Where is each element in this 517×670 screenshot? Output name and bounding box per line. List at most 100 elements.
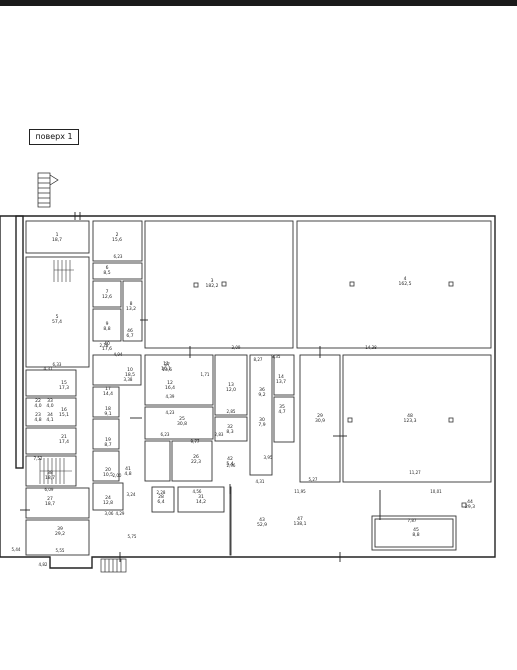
room-1-area: 18,7 [52, 237, 62, 243]
dim-19: 6,33 [53, 362, 62, 367]
room-3-num: 3 [211, 278, 214, 284]
room-23-area: 4,8 [34, 417, 41, 423]
room-12-num: 12 [167, 380, 173, 386]
room-42-area: 5,4 [226, 461, 233, 467]
room-46-num: 46 [127, 328, 133, 334]
dim-16: 4,56 [193, 489, 202, 494]
room-27-area: 18,7 [45, 501, 55, 507]
room-40-area: 17,6 [102, 346, 112, 352]
room-48-area: 123,3 [404, 418, 417, 424]
room-17-num: 17 [105, 386, 111, 392]
dim-34: 4,31 [44, 366, 53, 371]
room-15-area: 17,3 [59, 385, 69, 391]
room-20-area: 10,5 [103, 472, 113, 478]
dim-18: 5,55 [56, 548, 65, 553]
stair-entrance [100, 558, 127, 573]
room-40-num: 40 [104, 341, 110, 347]
room-16-num: 16 [61, 407, 67, 413]
room-31-num: 31 [198, 494, 204, 500]
room-38-area: 18,7 [45, 475, 55, 481]
room-39-num: 39 [57, 526, 63, 532]
room-28-num: 28 [158, 494, 164, 500]
room-9-num: 9 [106, 321, 109, 327]
stair-symbol [37, 172, 59, 208]
room-20-num: 20 [105, 467, 111, 473]
room-21-area: 17,4 [59, 439, 69, 445]
room-19-area: 8,7 [104, 442, 111, 448]
room-33-area: 4,0 [46, 403, 53, 409]
room-13-area: 12,0 [226, 387, 236, 393]
dim-1: 6,23 [114, 254, 123, 259]
room-25-area: 30,8 [177, 421, 187, 427]
room-1-num: 1 [56, 232, 59, 238]
dim-14: 7,87 [408, 518, 417, 523]
dim-13: 10,01 [430, 489, 442, 494]
room-43-area: 52,9 [257, 522, 267, 528]
room-28-area: 6,4 [157, 499, 164, 505]
room-38-num: 38 [47, 470, 53, 476]
room-36-area: 9,2 [258, 392, 265, 398]
room-15-num: 15 [61, 380, 67, 386]
dim-20: 6,09 [45, 487, 54, 492]
stair-internal-1 [53, 260, 74, 282]
room-6-area: 8,5 [103, 270, 110, 276]
room-41-area: 4,8 [124, 471, 131, 477]
room-4-area: 162,5 [399, 281, 412, 287]
outer-walls [0, 215, 496, 569]
room-22-num: 22 [35, 398, 41, 404]
room-45-num: 45 [413, 527, 419, 533]
room-2-num: 2 [116, 232, 119, 238]
dim-10: 3,95 [264, 455, 273, 460]
dim-11: 5,27 [309, 477, 318, 482]
room-45-area: 8,8 [412, 532, 419, 538]
room-3-area: 182,2 [206, 283, 219, 289]
room-7-area: 12,6 [102, 294, 112, 300]
dim-12: 11,95 [294, 489, 306, 494]
room-44-area: 29,3 [465, 504, 475, 510]
room-10-num: 10 [127, 367, 133, 373]
dim-4: 4,39 [166, 394, 175, 399]
dim-28: 3,24 [127, 492, 136, 497]
room-32-area: 8,3 [226, 429, 233, 435]
room-29-area: 30,9 [315, 418, 325, 424]
room-43-num: 43 [259, 517, 265, 523]
room-4-num: 4 [404, 276, 407, 282]
room-36-num: 36 [259, 387, 265, 393]
room-48-num: 48 [407, 413, 413, 419]
room-37-area: 13,6 [162, 367, 172, 373]
room-35-num: 35 [279, 404, 285, 410]
room-23-num: 23 [35, 412, 41, 418]
door-ticks [20, 212, 381, 562]
room-42-num: 42 [227, 456, 233, 462]
room-34-area: 4,1 [46, 417, 53, 423]
room-5-area: 57,4 [52, 319, 62, 325]
room-47-num: 47 [297, 516, 303, 522]
room-29-num: 29 [317, 413, 323, 419]
dim-25: 3,06 [105, 511, 114, 516]
room-25-num: 25 [179, 416, 185, 422]
dimension-labels: 6,23 2,78 4,94 4,39 4,23 6,23 9,77 2,85 … [12, 254, 443, 567]
dim-31: 14,38 [365, 345, 377, 350]
room-24-num: 24 [105, 495, 111, 501]
dim-26: 4,31 [256, 479, 265, 484]
room-26-area: 22,3 [191, 459, 201, 465]
column-markers [193, 281, 467, 508]
room-18-area: 9,1 [104, 411, 111, 417]
room-34-num: 34 [47, 412, 53, 418]
room-8-num: 8 [130, 301, 133, 307]
room-47-area: 138,1 [294, 521, 307, 527]
room-10-area: 18,5 [125, 372, 135, 378]
room-11-num: 11 [163, 361, 169, 367]
room-5-num: 5 [56, 314, 59, 320]
room-21-num: 21 [61, 434, 67, 440]
room-33-num: 33 [47, 398, 53, 404]
floor-label: поверх 1 [29, 129, 79, 145]
top-border-bar [0, 0, 517, 6]
dim-17: 5,75 [128, 534, 137, 539]
dim-29: 3,09 [232, 345, 241, 350]
room-18-num: 18 [105, 406, 111, 412]
room-11-area: 16,1 [161, 366, 171, 372]
room-13-num: 13 [228, 382, 234, 388]
room-26-num: 26 [193, 454, 199, 460]
dim-15: 11,27 [409, 470, 421, 475]
